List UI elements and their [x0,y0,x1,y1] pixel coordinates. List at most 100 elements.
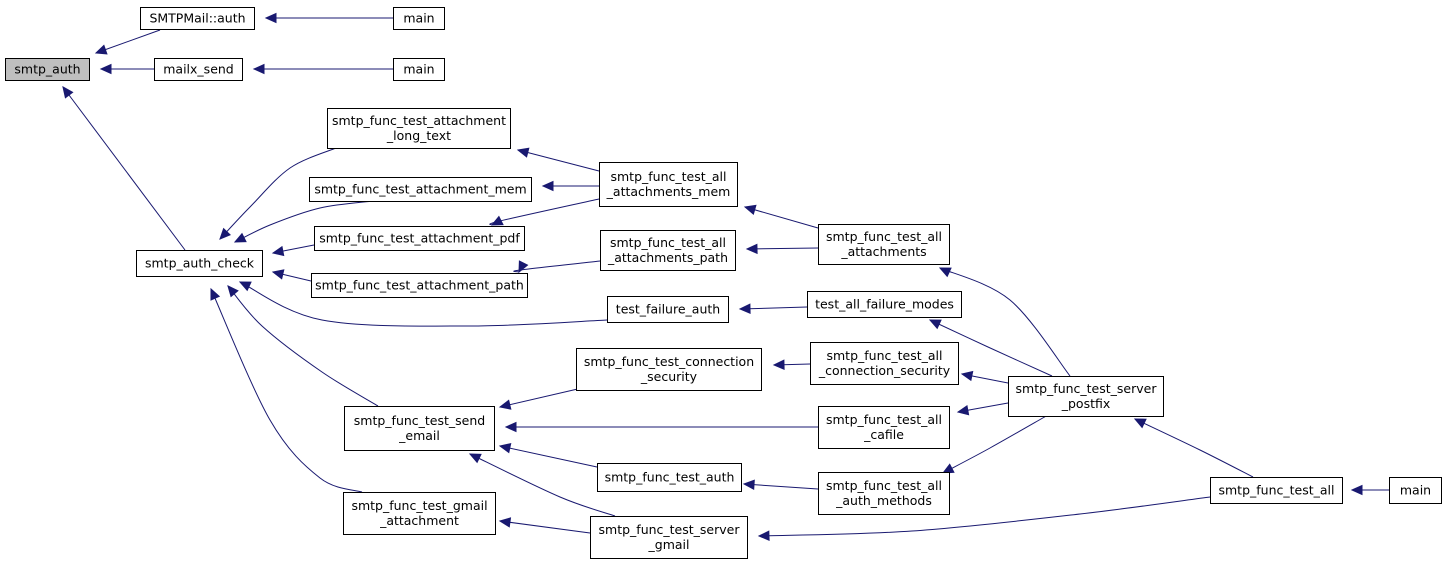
node-label: _cafile [863,427,904,442]
node-box [597,463,742,492]
edge-server_postfix-to-all_auth_methods [941,414,1049,474]
node-label: _connection_security [818,363,951,378]
node-label: main [403,62,434,77]
edge-line [210,288,363,493]
node-att-pdf[interactable]: smtp_func_test_attachment_pdf [314,226,525,251]
edge-line [739,306,808,310]
node-main1[interactable]: main [393,7,445,30]
arrowhead-icon [928,319,942,330]
node-box [140,7,255,30]
node-label: smtp_func_test_all [610,169,726,184]
node-box [309,177,532,202]
node-main2[interactable]: main [393,58,445,81]
node-label: _attachment [379,513,459,528]
node-label: _attachments [840,244,926,259]
node-box [607,296,729,323]
edge-line [758,496,1211,537]
edge-line [234,200,374,243]
node-smtp-auth[interactable]: smtp_auth [5,58,90,81]
arrowhead-icon [468,453,482,464]
edge-line [499,520,591,534]
edge-line [62,86,186,251]
node-main3[interactable]: main [1389,477,1442,504]
edge-line [239,281,608,327]
node-box [393,58,445,81]
node-test-all-failure-modes[interactable]: test_all_failure_modes [807,291,962,318]
arrowhead-icon [541,180,554,192]
node-label: _security [640,369,698,384]
edge-server_postfix-to-all_att [938,267,1071,377]
edge-line [939,267,1071,377]
node-label: smtp_func_test_attachment_mem [314,182,526,197]
node-all-att-mem[interactable]: smtp_func_test_all_attachments_mem [599,162,738,207]
arrowhead-icon [504,421,517,433]
edge-all_att_mem-to-att_long_text [516,147,600,172]
node-box [154,58,243,81]
edge-main3-to-test_all [1350,484,1389,496]
node-label: smtp_func_test_all [826,348,942,363]
arrowhead-icon [1133,418,1147,429]
node-box [136,250,263,277]
node-att-path[interactable]: smtp_func_test_attachment_path [311,273,528,298]
edge-conn_security-to-send_email [498,387,583,410]
edge-server_postfix-to-all_cafile [956,402,1009,416]
edge-all_att_path-to-att_path [513,260,601,274]
node-conn-security[interactable]: smtp_func_test_connection_security [576,348,762,391]
arrowhead-icon [210,287,221,301]
node-box [1389,477,1442,504]
node-mailx-send[interactable]: mailx_send [154,58,243,81]
node-test-auth[interactable]: smtp_func_test_auth [597,463,742,492]
edge-line [517,149,600,172]
node-label: _postfix [1061,396,1111,411]
edge-server_gmail-to-send_email [468,453,616,517]
arrowhead-icon [227,285,239,298]
node-label: smtp_auth_check [145,256,255,271]
edge-test_all-to-server_postfix [1133,418,1254,478]
node-server-postfix[interactable]: smtp_func_test_server_postfix [1008,376,1164,417]
edge-line [513,260,601,273]
edge-gmail_attachment-to-smtp_auth_check [210,287,363,493]
edge-all_cafile-to-send_email [504,421,818,433]
node-server-gmail[interactable]: smtp_func_test_server_gmail [590,516,748,559]
node-all-att-path[interactable]: smtp_func_test_all_attachments_path [600,230,736,271]
node-gmail-attachment[interactable]: smtp_func_test_gmail_attachment [343,492,496,535]
arrowhead-icon [99,63,112,75]
arrowhead-icon [233,232,247,243]
node-all-cafile[interactable]: smtp_func_test_all_cafile [818,406,950,449]
node-box [393,7,445,30]
node-box [311,273,528,298]
edge-line [743,483,819,490]
node-box [600,230,736,271]
node-all-att[interactable]: smtp_func_test_all_attachments [818,224,950,265]
node-label: smtp_func_test_auth [605,470,735,485]
edge-line [489,198,600,226]
arrowhead-icon [738,303,751,314]
node-box [1210,477,1343,504]
node-label: smtp_auth [14,62,80,77]
edge-smtp_auth_check-to-smtp_auth [62,86,186,251]
node-label: smtp_func_test_attachment [332,113,506,128]
arrowhead-icon [498,443,512,454]
node-att-mem[interactable]: smtp_func_test_attachment_mem [309,177,532,202]
arrowhead-icon [938,267,952,278]
arrowhead-icon [62,86,74,99]
node-all-conn-security[interactable]: smtp_func_test_all_connection_security [810,342,959,385]
node-test-failure-auth[interactable]: test_failure_auth [607,296,729,323]
node-att-long-text[interactable]: smtp_func_test_attachment_long_text [327,108,511,149]
node-box [5,58,90,81]
node-smtpmail-auth[interactable]: SMTPMail::auth [140,7,255,30]
node-smtp-auth-check[interactable]: smtp_auth_check [136,250,263,277]
node-label: smtp_func_test_connection [584,354,754,369]
node-box [1008,376,1164,417]
edge-line [219,147,337,240]
node-box [818,224,950,265]
node-send-email[interactable]: smtp_func_test_send_email [344,406,495,451]
edge-all_att_mem-to-att_mem [541,180,599,192]
node-test-all[interactable]: smtp_func_test_all [1210,477,1343,504]
node-all-auth-methods[interactable]: smtp_func_test_all_auth_methods [818,472,950,515]
edge-test_failure_auth-to-smtp_auth_check [238,281,608,327]
arrowhead-icon [772,359,785,370]
node-label: smtp_func_test_all [826,229,942,244]
node-label: smtp_func_test_send [354,413,485,428]
